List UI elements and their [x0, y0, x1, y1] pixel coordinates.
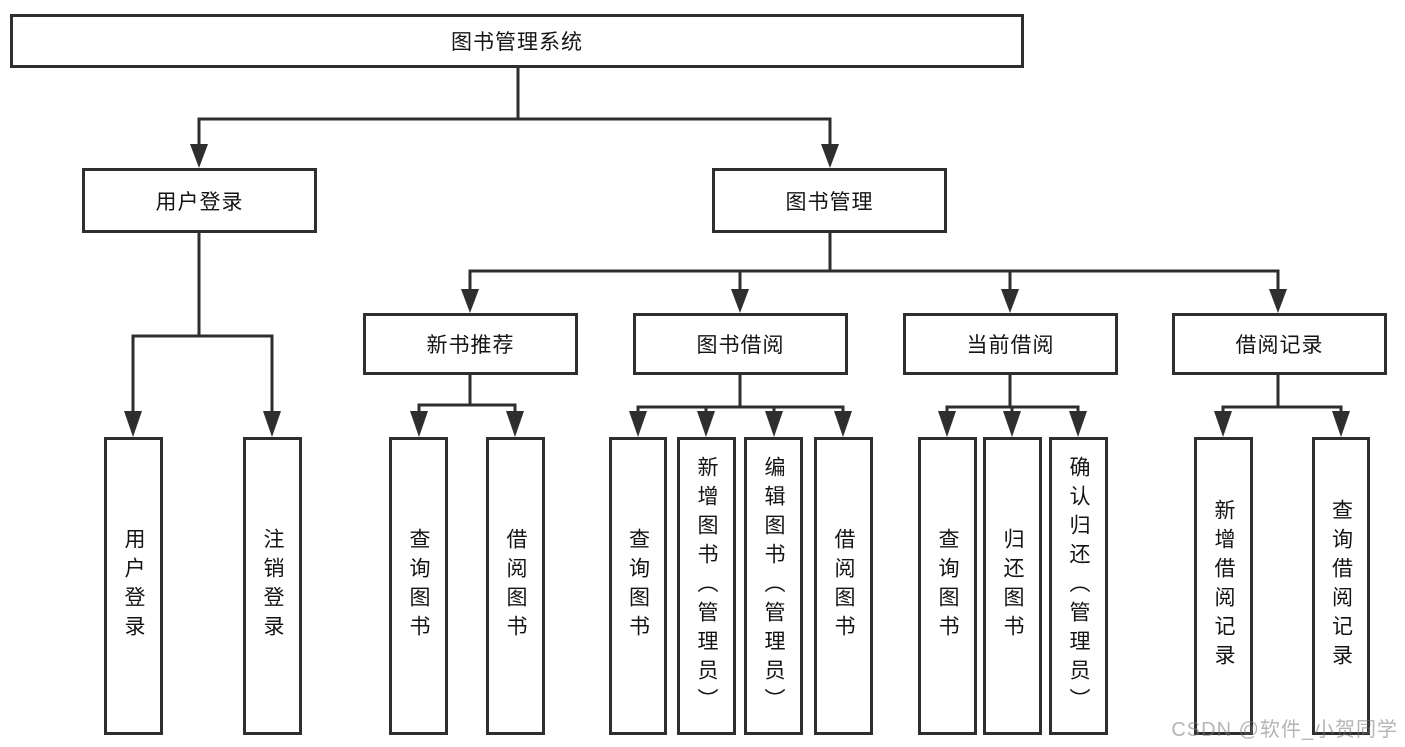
arrow-down-icon — [1001, 289, 1019, 313]
arrow-down-icon — [1269, 289, 1287, 313]
leaf-label: 确认归还（管理员） — [1067, 455, 1090, 717]
leaf-bb-borrow-books: 借阅图书 — [814, 437, 873, 735]
leaf-label: 注销登录 — [261, 528, 284, 644]
arrow-down-icon — [506, 411, 524, 437]
leaf-label: 查询图书 — [407, 528, 430, 644]
node-root: 图书管理系统 — [10, 14, 1024, 68]
leaf-label: 编辑图书（管理员） — [762, 455, 785, 717]
arrow-down-icon — [697, 411, 715, 437]
node-current-borrow: 当前借阅 — [903, 313, 1118, 375]
csdn-watermark: CSDN @软件_小贺同学 — [1171, 719, 1398, 741]
arrow-down-icon — [190, 144, 208, 168]
node-new-book-recommend: 新书推荐 — [363, 313, 578, 375]
leaf-label: 归还图书 — [1001, 528, 1024, 644]
leaf-logout: 注销登录 — [243, 437, 302, 735]
leaf-label: 新增借阅记录 — [1212, 499, 1235, 673]
leaf-label: 新增图书（管理员） — [695, 455, 718, 717]
leaf-label: 查询借阅记录 — [1329, 499, 1353, 673]
arrow-down-icon — [821, 144, 839, 168]
leaf-bb-query-books: 查询图书 — [609, 437, 667, 735]
leaf-label: 查询图书 — [936, 528, 959, 644]
arrow-down-icon — [765, 411, 783, 437]
leaf-bb-add-books-admin: 新增图书（管理员） — [677, 437, 736, 735]
leaf-label: 借阅图书 — [832, 528, 855, 644]
leaf-br-add-record: 新增借阅记录 — [1194, 437, 1253, 735]
node-borrow-records: 借阅记录 — [1172, 313, 1387, 375]
leaf-bb-edit-books-admin: 编辑图书（管理员） — [744, 437, 803, 735]
arrow-down-icon — [461, 289, 479, 313]
node-book-borrow: 图书借阅 — [633, 313, 848, 375]
arrow-down-icon — [629, 411, 647, 437]
arrow-down-icon — [731, 289, 749, 313]
arrow-down-icon — [938, 411, 956, 437]
arrow-down-icon — [263, 411, 281, 437]
leaf-br-query-record: 查询借阅记录 — [1312, 437, 1370, 735]
leaf-cb-query-books: 查询图书 — [918, 437, 977, 735]
node-book-management: 图书管理 — [712, 168, 947, 233]
leaf-label: 查询图书 — [626, 528, 650, 644]
leaf-cb-confirm-return-admin: 确认归还（管理员） — [1049, 437, 1108, 735]
arrow-down-icon — [410, 411, 428, 437]
leaf-cb-return-books: 归还图书 — [983, 437, 1042, 735]
arrow-down-icon — [1332, 411, 1350, 437]
arrow-down-icon — [1003, 411, 1021, 437]
leaf-nb-borrow-books: 借阅图书 — [486, 437, 545, 735]
arrow-down-icon — [1069, 411, 1087, 437]
arrow-down-icon — [1214, 411, 1232, 437]
leaf-nb-query-books: 查询图书 — [389, 437, 448, 735]
leaf-label: 用户登录 — [122, 528, 145, 644]
arrow-down-icon — [834, 411, 852, 437]
node-user-login: 用户登录 — [82, 168, 317, 233]
leaf-label: 借阅图书 — [504, 528, 527, 644]
arrow-down-icon — [124, 411, 142, 437]
leaf-user-login: 用户登录 — [104, 437, 163, 735]
